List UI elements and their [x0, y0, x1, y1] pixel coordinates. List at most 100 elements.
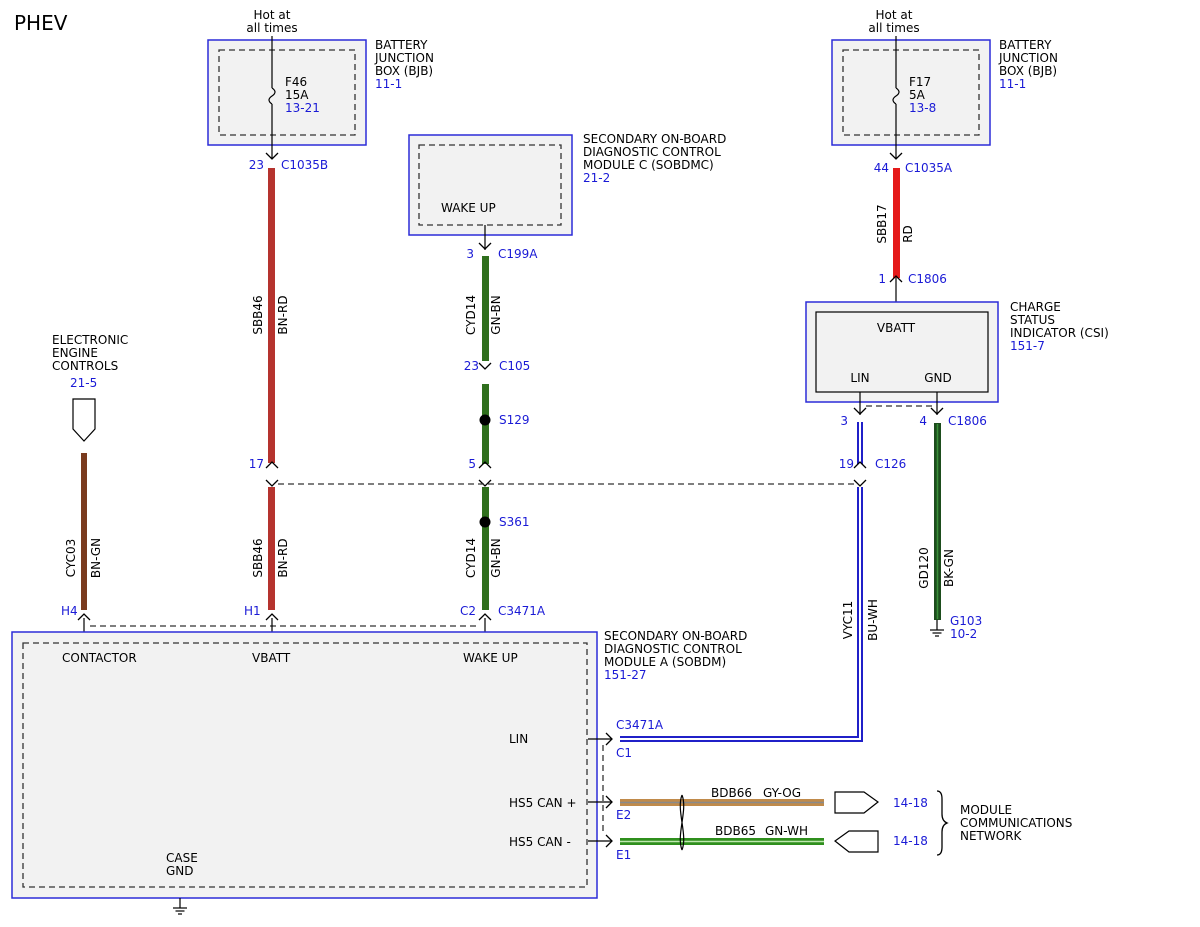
connector-c1806-top-icon: [889, 275, 903, 283]
bjb-right-name-1: BATTERY: [999, 38, 1052, 52]
pin-e2: E2: [616, 808, 631, 822]
pin-e1: E1: [616, 848, 631, 862]
cyc03-circuit: CYC03: [64, 539, 78, 578]
vyc11-color: BU-WH: [866, 599, 880, 641]
c1035a-name: C1035A: [905, 161, 953, 175]
cyd14-top-color: GN-BN: [489, 295, 503, 334]
cyd14-top-circuit: CYD14: [464, 295, 478, 335]
bdb66-color: GY-OG: [763, 786, 801, 800]
sobdm-contactor-label: CONTACTOR: [62, 651, 137, 665]
bdb66-circuit: BDB66: [711, 786, 752, 800]
c126-pin5: 5: [468, 457, 476, 471]
sobdm-name-1: SECONDARY ON-BOARD: [604, 629, 747, 643]
connector-c105-icon: [478, 362, 492, 370]
c199a-pin: 3: [466, 247, 474, 261]
connector-c1035a-icon: [889, 152, 903, 160]
connector-e2-icon: [605, 795, 613, 809]
sobdm-case-2: GND: [166, 864, 194, 878]
lin-conn-name: C3471A: [616, 718, 664, 732]
connector-c1-icon: [605, 732, 613, 746]
c1806-bottom-name: C1806: [948, 414, 987, 428]
c126-pin17: 17: [249, 457, 264, 471]
c1806-top-name: C1806: [908, 272, 947, 286]
c3471a-pin-c2: C2: [460, 604, 476, 618]
c126-name: C126: [875, 457, 906, 471]
sbb17-circuit: SBB17: [875, 204, 889, 243]
network-ref-2: 14-18: [893, 834, 928, 848]
bjb-left-box: [207, 39, 367, 146]
c1035a-pin: 44: [874, 161, 889, 175]
fuse-f17-ref: 13-8: [909, 101, 936, 115]
bjb-left-name-1: BATTERY: [375, 38, 428, 52]
fuse-f17-icon: [892, 87, 900, 105]
sobdmc-name-2: DIAGNOSTIC CONTROL: [583, 145, 721, 159]
c1806-top-pin: 1: [878, 272, 886, 286]
ground-g103: G103: [950, 614, 982, 628]
sobdm-ref: 151-27: [604, 668, 647, 682]
sobdm-name-2: DIAGNOSTIC CONTROL: [604, 642, 742, 656]
cyd14-bot-color: GN-BN: [489, 538, 503, 577]
vyc11-circuit: VYC11: [841, 601, 855, 640]
sobdm-hs5p-label: HS5 CAN +: [509, 796, 577, 810]
eec-name-2: ENGINE: [52, 346, 98, 360]
gd120-color: BK-GN: [942, 549, 956, 587]
sobdm-name-3: MODULE A (SOBDM): [604, 655, 726, 669]
c199a-name: C199A: [498, 247, 538, 261]
wire-vyc11: [620, 487, 863, 742]
sbb46-bot-circuit: SBB46: [251, 538, 265, 577]
bjb-left-ref: 11-1: [375, 77, 402, 91]
wire-bdb66: [620, 799, 824, 806]
sobdm-box: [11, 631, 598, 899]
wire-cyd14-bottom: [482, 487, 489, 610]
sobdm-hs5m-label: HS5 CAN -: [509, 835, 571, 849]
sbb17-color: RD: [901, 225, 915, 243]
ground-g103-ref: 10-2: [950, 627, 977, 641]
splice-s361-icon: [479, 516, 491, 528]
sobdmc-wakeup-label: WAKE UP: [441, 201, 496, 215]
csi-name-3: INDICATOR (CSI): [1010, 326, 1109, 340]
bdb65-color: GN-WH: [765, 824, 808, 838]
c3471a-top-name: C3471A: [498, 604, 546, 618]
wire-sbb46-top: [268, 168, 275, 463]
c105-pin: 23: [464, 359, 479, 373]
fuse-f46-icon: [268, 87, 276, 105]
ground-g103-icon: [930, 629, 944, 637]
splice-s129-icon: [479, 414, 491, 426]
connector-c1806-lin-icon: [853, 407, 867, 415]
sbb46-top-color: BN-RD: [276, 295, 290, 334]
csi-name-1: CHARGE: [1010, 300, 1061, 314]
cyd14-bot-circuit: CYD14: [464, 538, 478, 578]
pin-c1: C1: [616, 746, 632, 760]
eec-name-1: ELECTRONIC: [52, 333, 128, 347]
bjb-right-box: [831, 39, 991, 146]
wire-cyc03: [81, 453, 87, 610]
fuse-f46-name: F46: [285, 75, 307, 89]
splice-s361: S361: [499, 515, 530, 529]
c105-name: C105: [499, 359, 530, 373]
network-name-2: COMMUNICATIONS: [960, 816, 1072, 830]
sobdmc-box: [408, 134, 573, 236]
sbb46-top-circuit: SBB46: [251, 295, 265, 334]
network-connector-in-icon: [833, 830, 879, 853]
network-ref-1: 14-18: [893, 796, 928, 810]
brace-icon: [936, 790, 949, 856]
wire-sbb46-bottom: [268, 487, 275, 610]
wire-cyd14-top: [482, 256, 489, 361]
sobdm-vbatt-label: VBATT: [252, 651, 291, 665]
bjb-left-hot-1: Hot at: [254, 8, 291, 22]
eec-connector-icon: [72, 398, 96, 442]
splice-s129: S129: [499, 413, 530, 427]
csi-name-2: STATUS: [1010, 313, 1055, 327]
bjb-left-hot-2: all times: [246, 21, 297, 35]
bjb-right-name-2: JUNCTION: [998, 51, 1058, 65]
cyc03-color: BN-GN: [89, 538, 103, 578]
sbb46-bot-color: BN-RD: [276, 538, 290, 577]
eec-ref: 21-5: [70, 376, 97, 390]
network-name-1: MODULE: [960, 803, 1012, 817]
eec-name-3: CONTROLS: [52, 359, 118, 373]
connector-c1035b-icon: [265, 152, 279, 160]
bdb65-circuit: BDB65: [715, 824, 756, 838]
bjb-right-hot-2: all times: [868, 21, 919, 35]
fuse-f17-amps: 5A: [909, 88, 926, 102]
